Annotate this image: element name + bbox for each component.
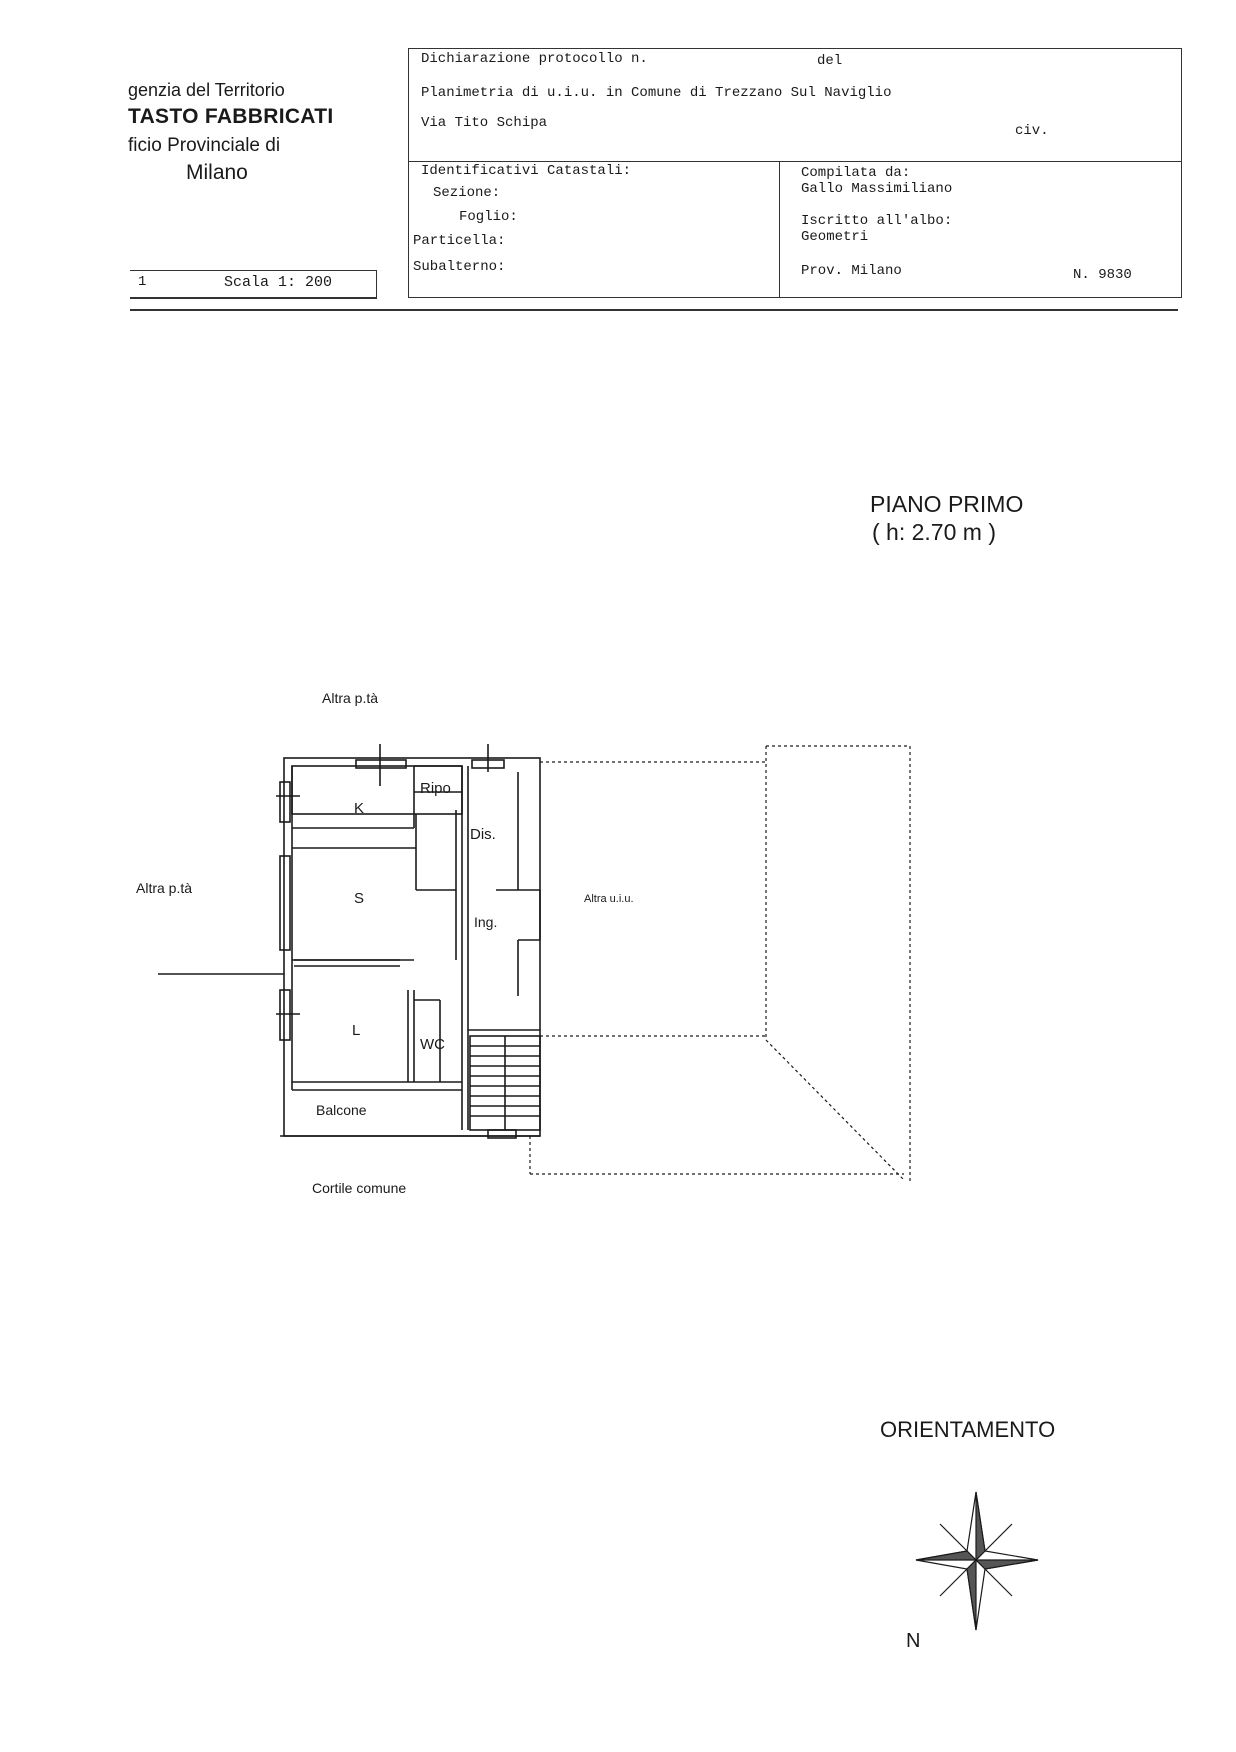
plan-description: Planimetria di u.i.u. in Comune di Trezz… (421, 85, 892, 101)
agency-department: TASTO FABBRICATI (128, 105, 334, 128)
header-rule (130, 309, 1178, 311)
province-label: Prov. Milano (801, 263, 902, 279)
room-kitchen: K (354, 800, 365, 817)
cadastral-form: Dichiarazione protocollo n. del Planimet… (408, 48, 1182, 298)
label-other-property-top: Altra p.tà (322, 690, 379, 706)
agency-header: genzia del Territorio TASTO FABBRICATI f… (128, 80, 358, 185)
room-balcony: Balcone (316, 1102, 367, 1118)
cadastral-identifiers-label: Identificativi Catastali: (421, 163, 632, 179)
address: Via Tito Schipa (421, 115, 548, 131)
registered-label: Iscritto all'albo: (801, 213, 953, 229)
room-entrance: Ing. (474, 914, 498, 930)
room-hall: Dis. (470, 826, 496, 843)
agency-city: Milano (186, 161, 248, 184)
form-divider-vertical (779, 161, 780, 297)
protocol-label: Dichiarazione protocollo n. (421, 51, 648, 67)
label-other-unit: Altra u.i.u. (584, 893, 634, 905)
room-living: S (354, 890, 365, 907)
subunit-label: Subalterno: (413, 259, 506, 275)
floor-title-block: PIANO PRIMO ( h: 2.70 m ) (870, 490, 1023, 546)
orientation-title: ORIENTAMENTO (880, 1417, 1056, 1442)
north-label: N (906, 1630, 921, 1652)
adjacent-unit-outline (529, 745, 911, 1184)
registered-value: Geometri (801, 229, 869, 245)
label-courtyard: Cortile comune (312, 1180, 407, 1196)
label-other-property-left: Altra p.tà (136, 880, 193, 896)
sheet-scale-box: 1 Scala 1: 200 (130, 270, 377, 299)
sheet-label: Foglio: (459, 209, 518, 225)
floor-height: ( h: 2.70 m ) (872, 519, 996, 545)
compass-rose (915, 1491, 1039, 1631)
date-label: del (817, 53, 843, 69)
agency-name: genzia del Territorio (128, 80, 285, 100)
form-divider-horizontal (409, 161, 1181, 162)
civic-number-label: civ. (1015, 123, 1049, 139)
floor-title: PIANO PRIMO (870, 491, 1024, 517)
room-bathroom: WC (420, 1036, 445, 1053)
registration-number: N. 9830 (1073, 267, 1132, 283)
scale-label: Scala 1: 200 (224, 274, 333, 291)
sheet-number: 1 (138, 274, 147, 290)
parcel-label: Particella: (413, 233, 506, 249)
room-storage: Ripo (420, 780, 451, 797)
agency-office: ficio Provinciale di (128, 135, 281, 156)
compiled-by-name: Gallo Massimiliano (801, 181, 953, 197)
room-bedroom: L (352, 1022, 361, 1039)
compiled-by-label: Compilata da: (801, 165, 911, 181)
section-label: Sezione: (433, 185, 501, 201)
